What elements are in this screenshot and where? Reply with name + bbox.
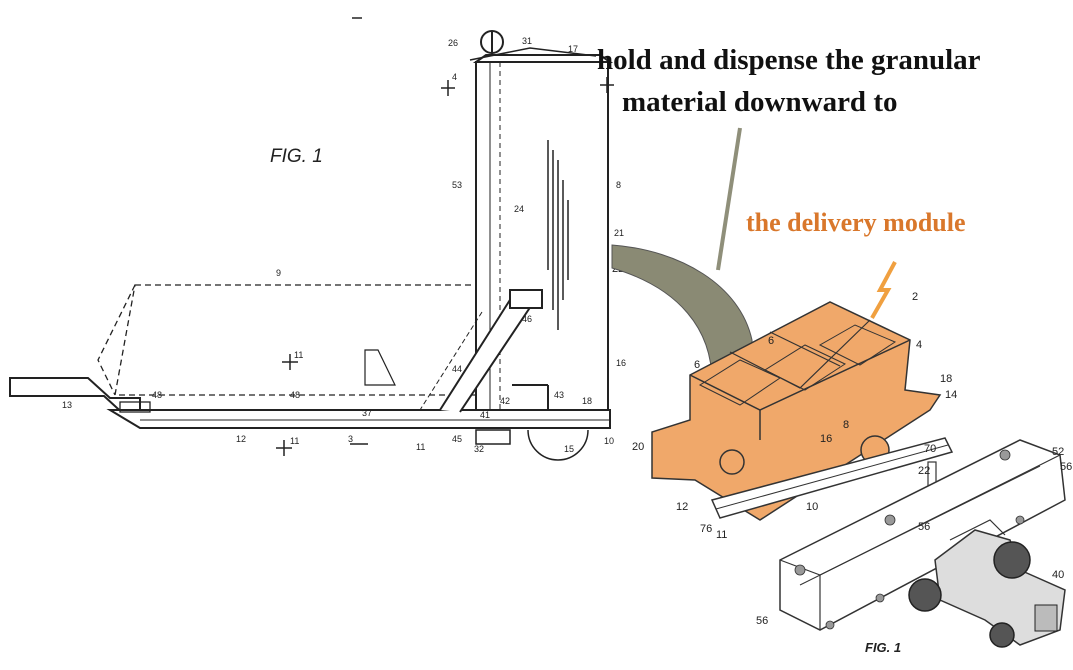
svg-text:40: 40 xyxy=(1052,569,1064,581)
left-patent-drawing xyxy=(9,17,614,461)
svg-text:41: 41 xyxy=(480,410,490,420)
svg-text:4: 4 xyxy=(452,72,457,82)
caption-pointer xyxy=(716,127,742,271)
svg-text:56: 56 xyxy=(918,521,930,533)
svg-text:37: 37 xyxy=(362,408,372,418)
svg-text:11: 11 xyxy=(294,350,303,360)
module-pointer xyxy=(870,261,897,319)
svg-text:24: 24 xyxy=(514,204,524,214)
svg-text:10: 10 xyxy=(806,501,818,513)
svg-text:11: 11 xyxy=(716,529,727,541)
right-figure-label: FIG. 1 xyxy=(865,640,902,655)
svg-text:48: 48 xyxy=(290,390,300,400)
svg-text:42: 42 xyxy=(500,396,510,406)
svg-text:18: 18 xyxy=(582,396,592,406)
svg-text:6: 6 xyxy=(768,335,774,347)
svg-text:43: 43 xyxy=(554,390,564,400)
svg-text:46: 46 xyxy=(522,314,532,324)
svg-text:56: 56 xyxy=(1060,461,1072,473)
svg-text:52: 52 xyxy=(1052,446,1064,458)
svg-text:6: 6 xyxy=(694,359,700,371)
svg-text:4: 4 xyxy=(916,339,922,351)
svg-text:8: 8 xyxy=(616,180,621,190)
svg-text:16: 16 xyxy=(820,433,832,445)
svg-text:70: 70 xyxy=(924,443,936,455)
svg-text:32: 32 xyxy=(474,444,484,454)
svg-text:22: 22 xyxy=(918,465,930,477)
svg-text:53: 53 xyxy=(452,180,462,190)
svg-text:56: 56 xyxy=(756,615,768,627)
svg-text:8: 8 xyxy=(843,419,849,431)
svg-text:12: 12 xyxy=(236,434,246,444)
svg-text:21: 21 xyxy=(614,228,624,238)
svg-text:9: 9 xyxy=(276,268,281,278)
left-figure-label: FIG. 1 xyxy=(270,146,323,167)
right-patent-drawing xyxy=(651,301,1066,648)
svg-text:13: 13 xyxy=(62,400,72,410)
svg-text:44: 44 xyxy=(452,364,462,374)
svg-text:14: 14 xyxy=(945,389,957,401)
svg-text:18: 18 xyxy=(940,373,952,385)
right-reference-numerals: 2 4 6 6 18 14 20 16 8 12 10 76 11 70 22 … xyxy=(632,291,1072,627)
svg-text:2: 2 xyxy=(912,291,918,303)
svg-text:20: 20 xyxy=(632,441,644,453)
svg-text:45: 45 xyxy=(452,434,462,444)
svg-text:48: 48 xyxy=(152,390,162,400)
left-reference-numerals: 26 31 17 4 53 24 8 21 22 9 46 44 43 42 4… xyxy=(62,36,626,454)
svg-text:12: 12 xyxy=(676,501,688,513)
svg-text:26: 26 xyxy=(448,38,458,48)
svg-text:31: 31 xyxy=(522,36,532,46)
caption-line-2: material downward to xyxy=(622,86,898,118)
caption-line-1: hold and dispense the granular xyxy=(597,44,981,76)
svg-text:11: 11 xyxy=(290,436,299,446)
svg-text:16: 16 xyxy=(616,358,626,368)
svg-text:76: 76 xyxy=(700,523,712,535)
svg-text:10: 10 xyxy=(604,436,614,446)
delivery-module-label: the delivery module xyxy=(746,208,966,237)
svg-text:3: 3 xyxy=(348,434,353,444)
svg-text:11: 11 xyxy=(416,442,425,452)
svg-text:15: 15 xyxy=(564,444,574,454)
svg-text:17: 17 xyxy=(568,44,578,54)
